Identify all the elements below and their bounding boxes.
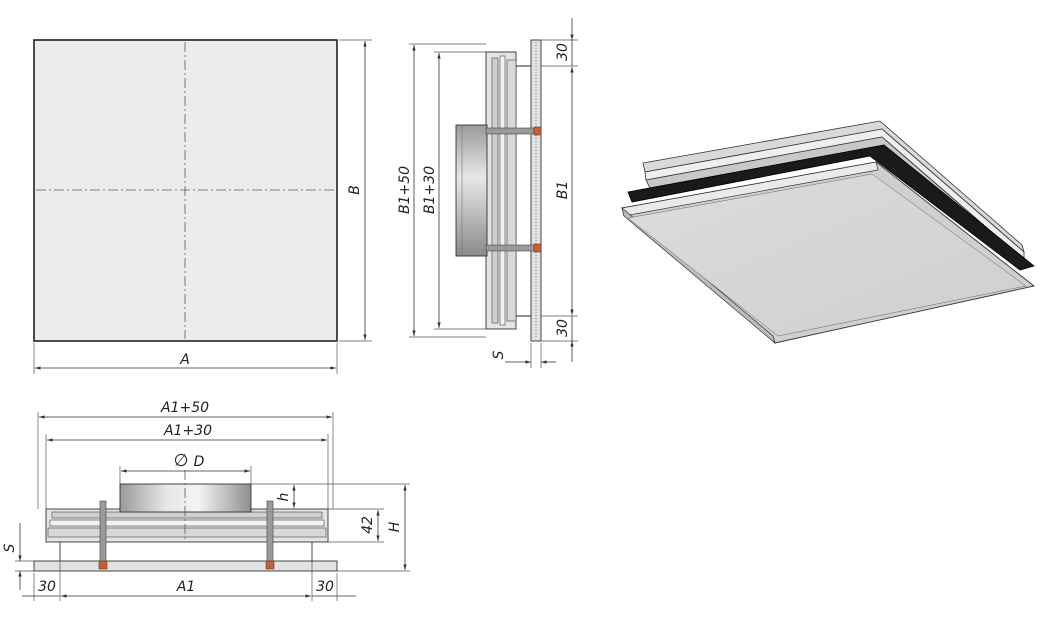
bottom-rod-left bbox=[99, 500, 107, 562]
isometric-view bbox=[621, 120, 1036, 345]
dimension-s-side-label: S bbox=[491, 350, 507, 359]
bottom-neck bbox=[119, 483, 252, 513]
bottom-rod-right bbox=[266, 500, 274, 562]
dimension-a1-label: A1 bbox=[176, 579, 195, 595]
dimension-b1-label: B1 bbox=[555, 181, 571, 200]
dimension-s-bottom-label: S bbox=[2, 543, 18, 552]
dimension-diameter-label: D bbox=[194, 454, 205, 470]
dimension-left-30-label: 30 bbox=[38, 579, 56, 595]
dimension-a1-50-label: A1+50 bbox=[160, 400, 209, 416]
iso-dark-gasket bbox=[627, 144, 1035, 271]
side-neck bbox=[455, 124, 488, 257]
diameter-symbol: ∅ bbox=[174, 451, 189, 471]
side-plate bbox=[530, 39, 542, 342]
front-panel bbox=[33, 39, 338, 342]
dimension-b-label: B bbox=[347, 185, 363, 195]
side-rod-top bbox=[485, 127, 535, 135]
dimension-a1-30-label: A1+30 bbox=[163, 423, 212, 439]
dimension-top-30-label: 30 bbox=[555, 43, 571, 61]
dimension-a-label: A bbox=[179, 352, 190, 368]
dimension-b1-30-label: B1+30 bbox=[422, 166, 438, 214]
dimension-42-label: 42 bbox=[360, 516, 376, 534]
bottom-view: A1+50 A1+30 ∅ D h 42 H S bbox=[2, 400, 410, 601]
dimension-b1-50-label: B1+50 bbox=[397, 166, 413, 214]
dimension-right-30-label: 30 bbox=[316, 579, 334, 595]
bottom-plate bbox=[33, 560, 338, 572]
side-view: B1+50 B1+30 30 B1 30 S bbox=[397, 18, 578, 368]
side-rod-bottom bbox=[485, 244, 535, 252]
dimension-total-h-label: H bbox=[387, 521, 403, 532]
front-view: A B bbox=[33, 39, 372, 374]
dimension-h-label: h bbox=[276, 493, 292, 502]
dimension-bottom-30-label: 30 bbox=[555, 319, 571, 337]
